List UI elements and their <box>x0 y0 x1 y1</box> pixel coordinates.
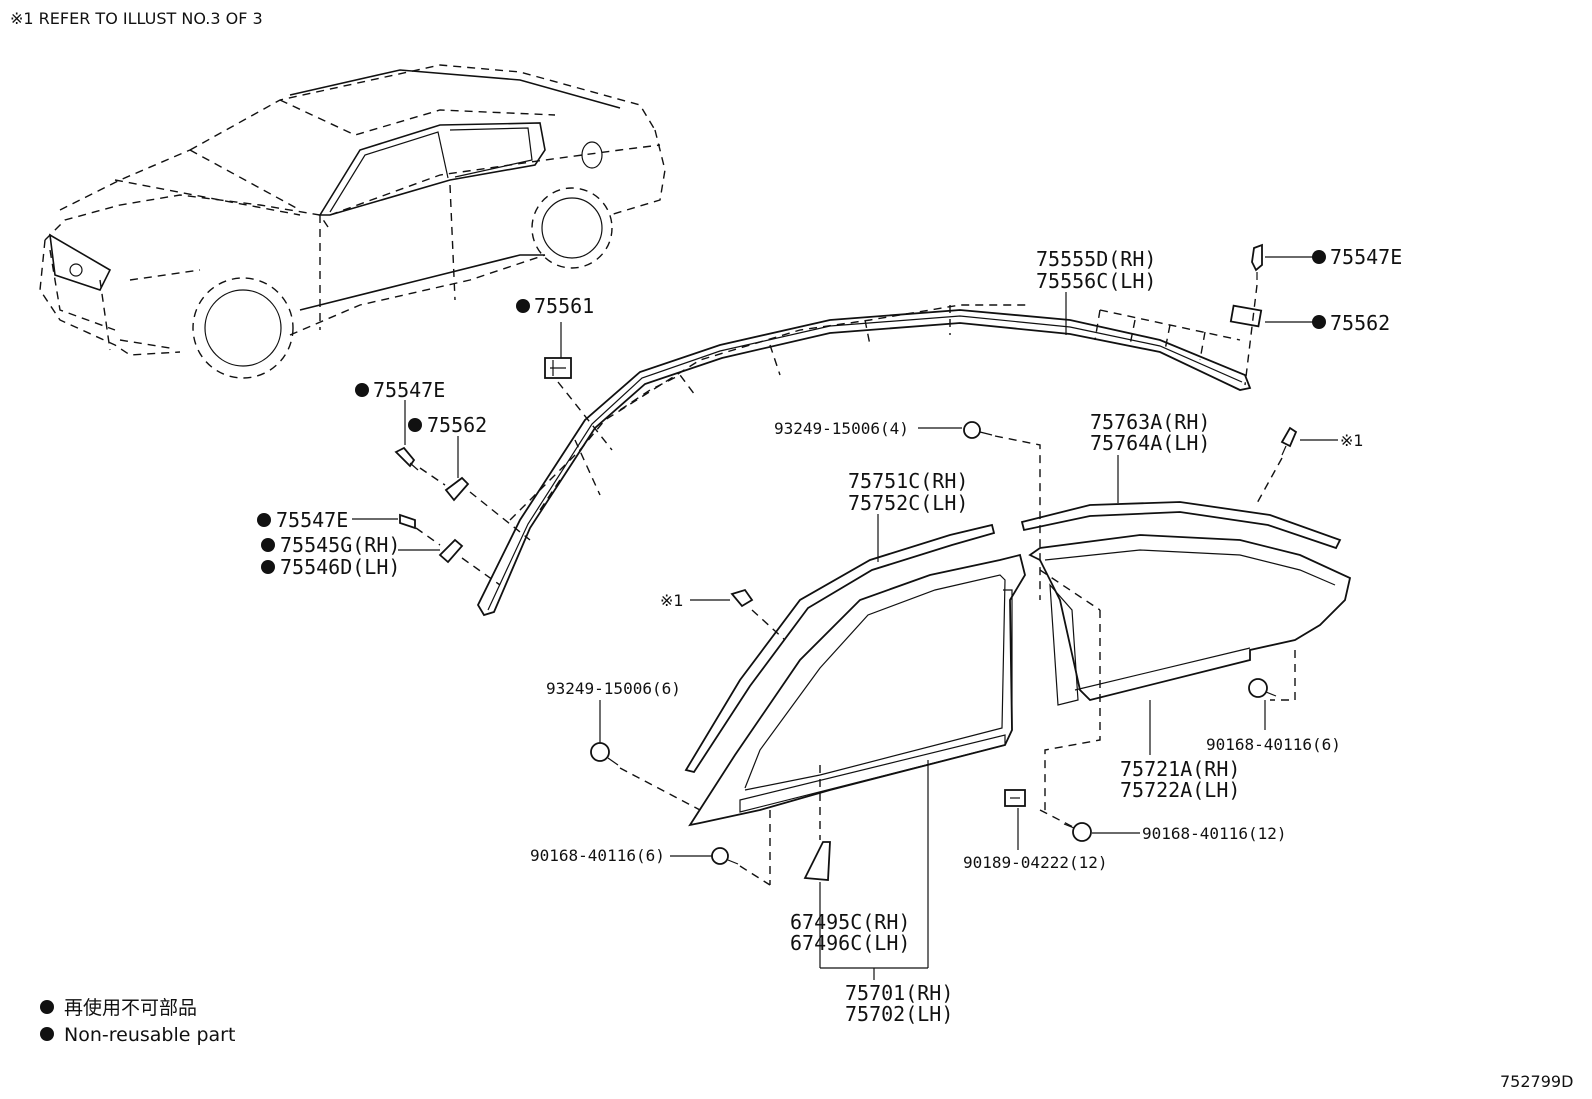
label-67496C: 67496C(LH) <box>790 931 910 955</box>
label-90168-6a: 90168-40116(6) <box>530 846 665 865</box>
bolt-90168-rear <box>1248 678 1277 698</box>
label-75752C: 75752C(LH) <box>848 491 968 515</box>
non-reusable-dot <box>261 538 275 552</box>
front-door-upper-molding <box>684 523 996 774</box>
label-75764A: 75764A(LH) <box>1090 431 1210 455</box>
screw-93249-4 <box>963 421 1041 600</box>
legend-dot <box>40 1027 54 1041</box>
label-75545G: 75545G(RH) <box>280 533 400 557</box>
non-reusable-dot <box>408 418 422 432</box>
ref1-left: ※1 <box>660 591 684 610</box>
rear-upper-molding <box>1020 501 1342 550</box>
label-75555D: 75555D(RH) <box>1036 247 1156 271</box>
legend-line2: Non-reusable part <box>64 1024 235 1046</box>
label-75562-left: 75562 <box>427 413 487 437</box>
screw-93249-6 <box>590 742 701 811</box>
label-90189-12: 90189-04222(12) <box>963 853 1108 872</box>
label-75546D: 75546D(LH) <box>280 555 400 579</box>
label-75556C: 75556C(LH) <box>1036 269 1156 293</box>
non-reusable-dot <box>261 560 275 574</box>
label-75547E-left1: 75547E <box>373 378 445 402</box>
label-75751C: 75751C(RH) <box>848 469 968 493</box>
non-reusable-dot <box>257 513 271 527</box>
label-75547E-left2: 75547E <box>276 508 348 532</box>
clip-group-top-right <box>1229 243 1263 386</box>
corner-piece-67495C <box>803 841 831 881</box>
label-75562-top: 75562 <box>1330 311 1390 335</box>
bolt-90168-left <box>711 847 771 886</box>
label-75763A: 75763A(RH) <box>1090 410 1210 434</box>
label-75722A: 75722A(LH) <box>1120 778 1240 802</box>
label-75721A: 75721A(RH) <box>1120 757 1240 781</box>
clip-ref-right <box>1255 426 1298 506</box>
clip-75561 <box>544 357 613 451</box>
front-door-frame <box>688 553 1026 827</box>
non-reusable-dot <box>516 299 530 313</box>
diagram-id: 752799D <box>1500 1072 1573 1091</box>
clip-group-left <box>394 446 531 586</box>
rear-door-frame <box>1028 534 1352 815</box>
legend-dot <box>40 1000 54 1014</box>
label-75701: 75701(RH) <box>845 981 953 1005</box>
non-reusable-dot <box>355 383 369 397</box>
roof-molding-guides <box>509 304 1241 521</box>
roof-molding <box>476 309 1252 617</box>
bolt-90168-12 <box>1039 809 1092 842</box>
non-reusable-dot <box>1312 315 1326 329</box>
label-93249-6: 93249-15006(6) <box>546 679 681 698</box>
label-90168-12: 90168-40116(12) <box>1142 824 1287 843</box>
legend-line1: 再使用不可部品 <box>64 997 197 1019</box>
label-75561: 75561 <box>534 294 594 318</box>
label-75702: 75702(LH) <box>845 1002 953 1026</box>
label-67495C: 67495C(RH) <box>790 910 910 934</box>
clip-90189 <box>1004 789 1026 807</box>
label-90168-6b: 90168-40116(6) <box>1206 735 1341 754</box>
clip-ref-left <box>730 588 786 641</box>
ref1-right: ※1 <box>1340 431 1364 450</box>
label-75547E-top: 75547E <box>1330 245 1402 269</box>
header-note: ※1 REFER TO ILLUST NO.3 OF 3 <box>10 9 263 28</box>
non-reusable-dot <box>1312 250 1326 264</box>
label-93249-4: 93249-15006(4) <box>774 419 909 438</box>
car-illustration <box>39 64 666 379</box>
